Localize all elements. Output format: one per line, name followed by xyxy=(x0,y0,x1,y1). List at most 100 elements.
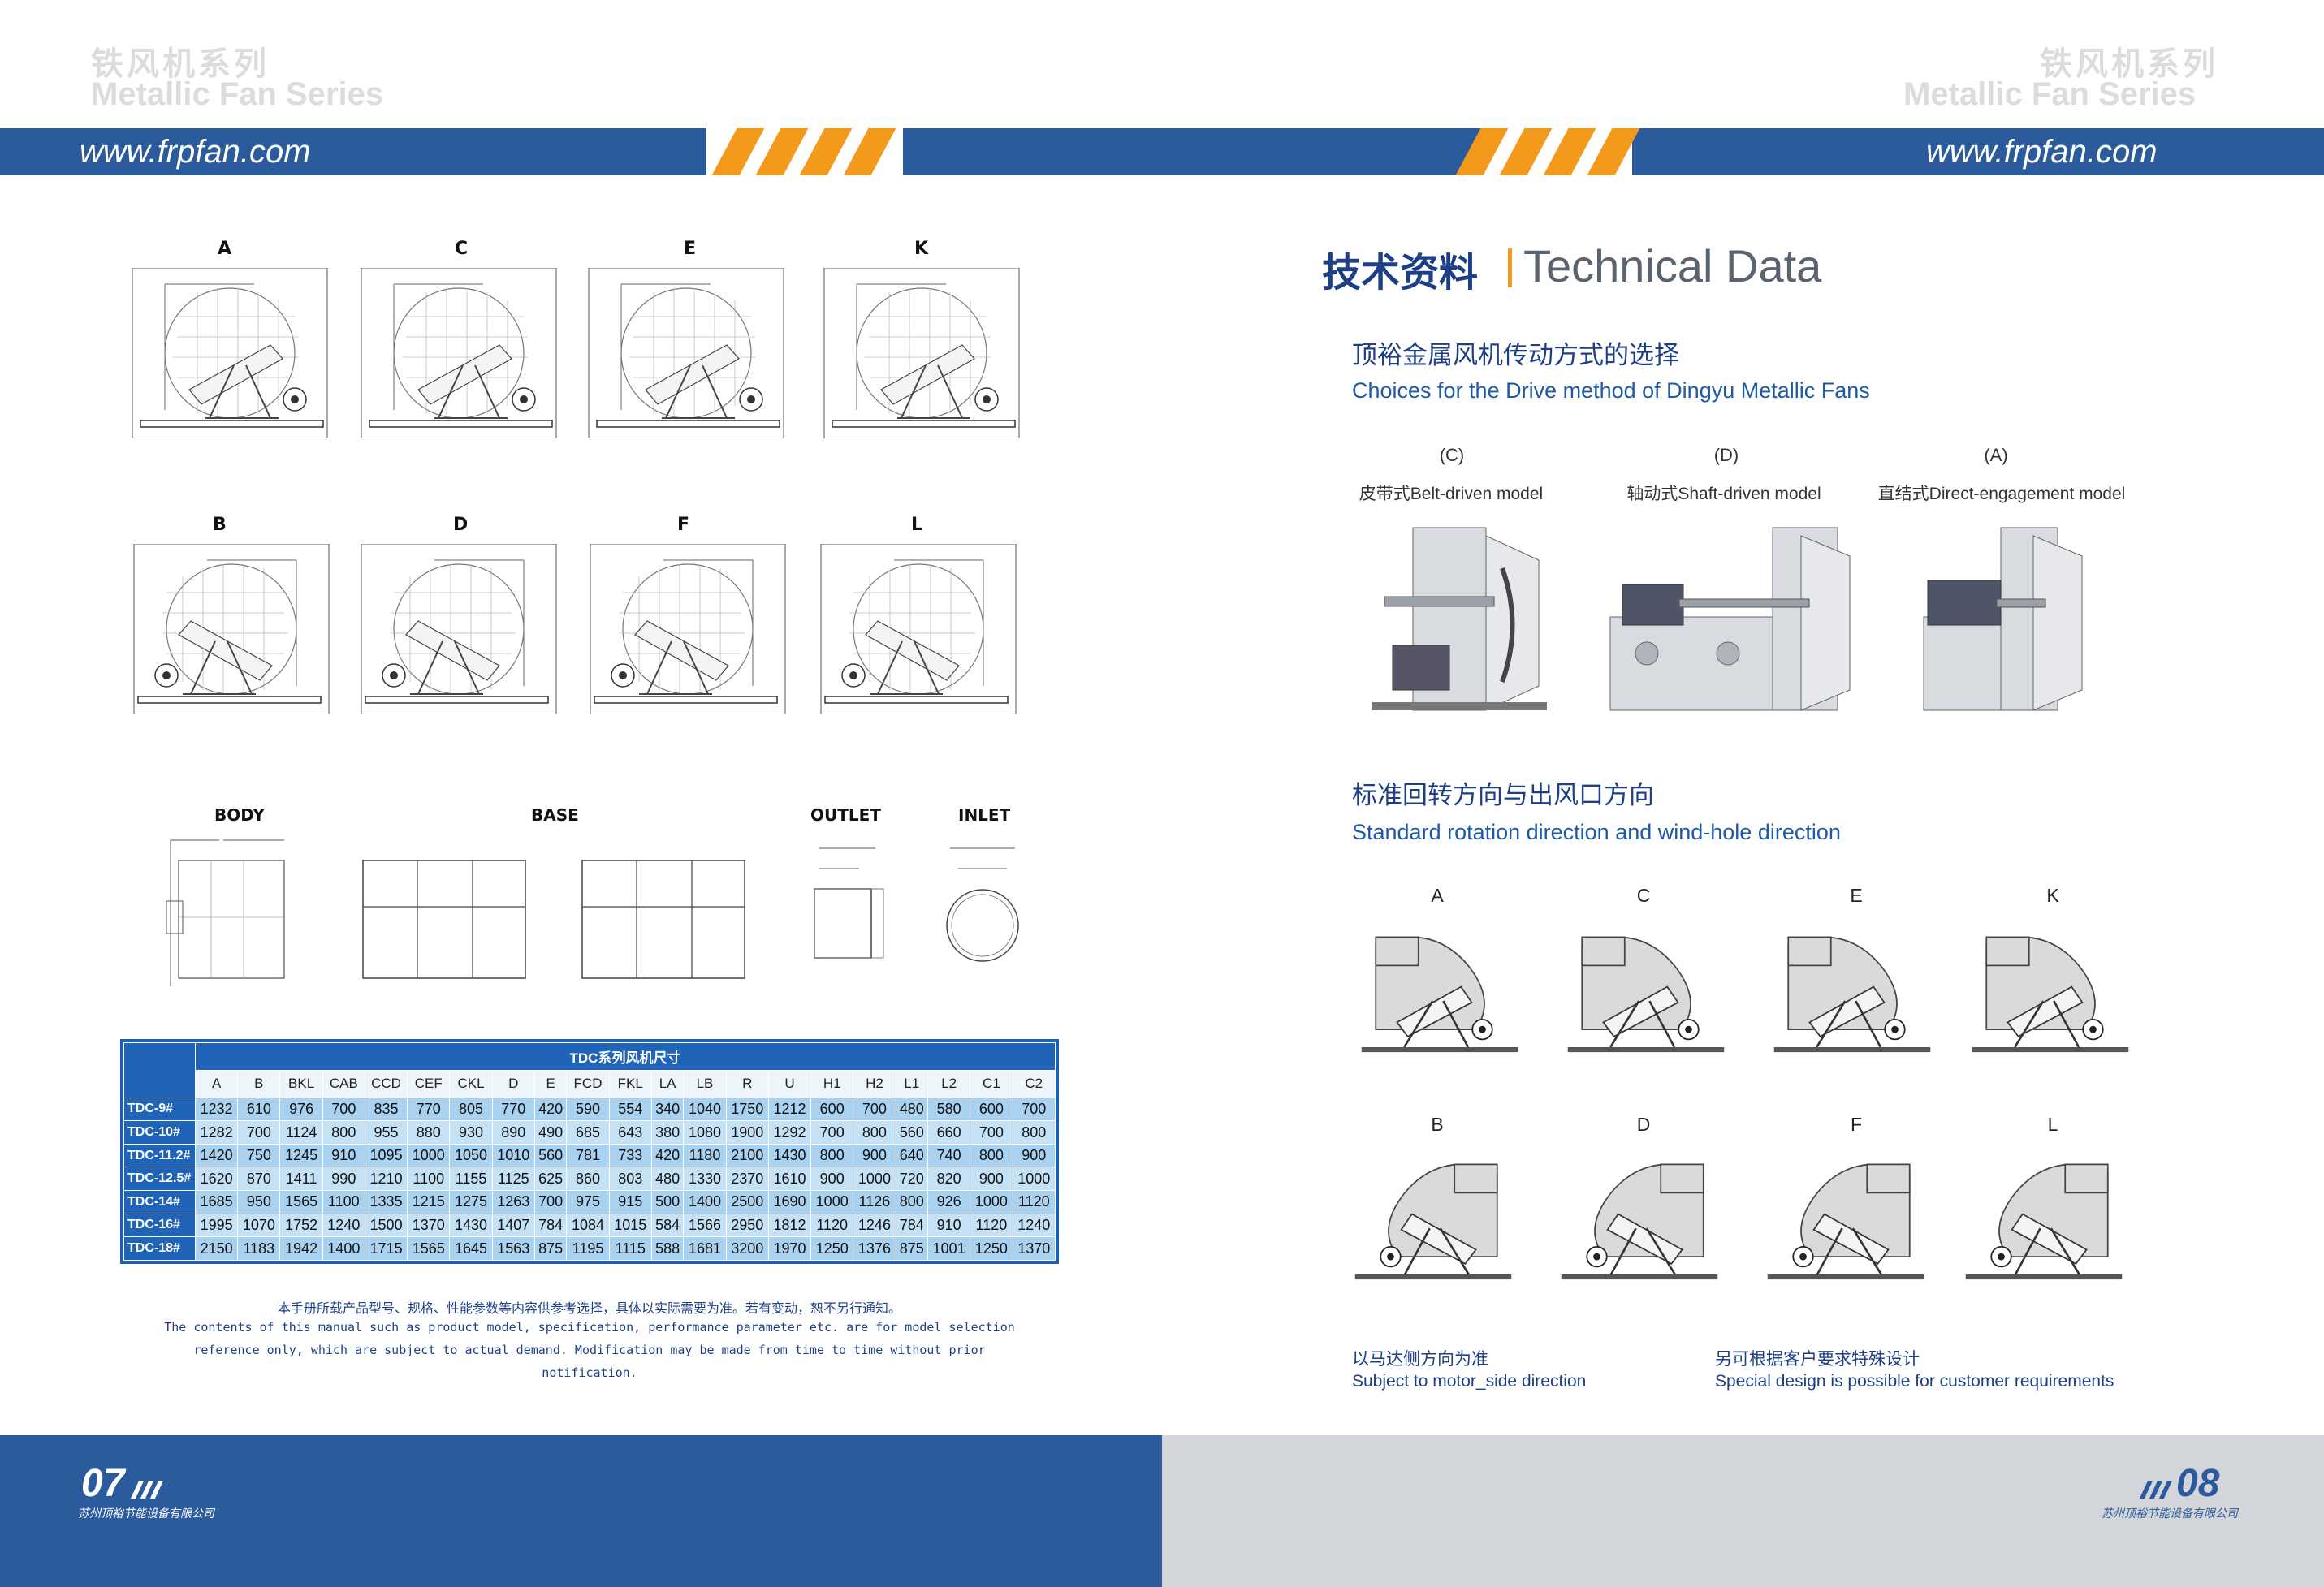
table-cell: 1292 xyxy=(767,1120,812,1145)
footnote-left-cn: 以马达侧方向为准 xyxy=(1352,1349,1488,1369)
table-cell: 1050 xyxy=(449,1143,493,1168)
table-cell: 955 xyxy=(364,1120,408,1145)
table-cell: 930 xyxy=(449,1120,493,1145)
disclaimer-cn: 本手册所载产品型号、规格、性能参数等内容供参考选择，具体以实际需要为准。若有变动… xyxy=(277,1300,901,1316)
table-column-header: CAB xyxy=(322,1069,365,1098)
outlet-drawing xyxy=(810,844,892,966)
table-row-model: TDC-16# xyxy=(123,1213,196,1238)
table-cell: 1040 xyxy=(683,1097,727,1122)
table-cell: 770 xyxy=(407,1097,451,1122)
table-column-header: E xyxy=(533,1069,568,1098)
table-cell: 1430 xyxy=(449,1213,493,1238)
part-label-body: BODY xyxy=(214,805,265,825)
table-column-header: U xyxy=(767,1069,812,1098)
header-bar-center xyxy=(903,128,1481,175)
table-cell: 560 xyxy=(533,1143,568,1168)
drive-name-shaft: 轴动式Shaft-driven model xyxy=(1626,485,1821,503)
table-cell: 1120 xyxy=(1012,1190,1056,1214)
table-cell: 1681 xyxy=(683,1236,727,1261)
website-url-right[interactable]: www.frpfan.com xyxy=(1926,134,2158,170)
rotation-section-title-cn: 标准回转方向与出风口方向 xyxy=(1352,781,1654,810)
table-cell: 3200 xyxy=(725,1236,769,1261)
drive-name-direct: 直结式Direct-engagement model xyxy=(1877,485,2126,503)
table-cell: 900 xyxy=(853,1143,896,1168)
table-cell: 1610 xyxy=(767,1167,812,1192)
table-cell: 1752 xyxy=(279,1213,323,1238)
table-cell: 1970 xyxy=(767,1236,812,1261)
table-column-header: CKL xyxy=(449,1069,493,1098)
table-cell: 1240 xyxy=(322,1213,365,1238)
disclaimer-en-line2: reference only, which are subject to act… xyxy=(193,1343,986,1357)
fan-drawing-f xyxy=(590,544,786,714)
table-cell: 1000 xyxy=(853,1167,896,1192)
table-cell: 1750 xyxy=(725,1097,769,1122)
table-cell: 480 xyxy=(895,1097,929,1122)
table-cell: 890 xyxy=(491,1120,535,1145)
table-cell: 1070 xyxy=(237,1213,281,1238)
table-cell: 1420 xyxy=(194,1143,239,1168)
table-cell: 950 xyxy=(237,1190,281,1214)
page-number-right: 08 xyxy=(2176,1462,2220,1505)
footnote-right-cn: 另可根据客户要求特殊设计 xyxy=(1715,1349,1920,1369)
table-column-header: D xyxy=(491,1069,535,1098)
part-label-inlet: INLET xyxy=(958,805,1011,825)
table-cell: 1995 xyxy=(194,1213,239,1238)
table-cell: 1215 xyxy=(407,1190,451,1214)
table-row-model: TDC-9# xyxy=(123,1097,196,1122)
table-cell: 1084 xyxy=(566,1213,610,1238)
table-cell: 781 xyxy=(566,1143,610,1168)
rotation-label: E xyxy=(1850,885,1863,906)
drawing-label: B xyxy=(213,515,227,535)
table-cell: 1715 xyxy=(364,1236,408,1261)
table-row-model: TDC-14# xyxy=(123,1190,196,1214)
table-row-model: TDC-18# xyxy=(123,1236,196,1261)
table-cell: 580 xyxy=(927,1097,971,1122)
table-column-header: BKL xyxy=(279,1069,323,1098)
table-column-header: LB xyxy=(683,1069,727,1098)
table-cell: 1250 xyxy=(970,1236,1013,1261)
table-cell: 560 xyxy=(895,1120,929,1145)
rotation-label: D xyxy=(1636,1114,1651,1135)
table-cell: 770 xyxy=(491,1097,535,1122)
table-cell: 700 xyxy=(853,1097,896,1122)
website-url-left[interactable]: www.frpfan.com xyxy=(80,134,311,170)
rotation-diagram-l xyxy=(1964,1163,2123,1281)
table-cell: 875 xyxy=(895,1236,929,1261)
series-title-cn-right: 铁风机系列 xyxy=(2040,45,2218,83)
table-cell: 1100 xyxy=(322,1190,365,1214)
table-cell: 1000 xyxy=(970,1190,1013,1214)
company-name-left: 苏州顶裕节能设备有限公司 xyxy=(78,1507,214,1520)
body-side-drawing xyxy=(162,836,292,986)
drawing-label: L xyxy=(911,515,923,535)
table-cell: 1245 xyxy=(279,1143,323,1168)
rotation-section-title-en: Standard rotation direction and wind-hol… xyxy=(1352,820,1841,844)
company-name-right: 苏州顶裕节能设备有限公司 xyxy=(2102,1507,2238,1520)
fan-drawing-k xyxy=(823,268,1020,438)
accent-stripe xyxy=(755,128,809,175)
table-cell: 870 xyxy=(237,1167,281,1192)
table-column-header: A xyxy=(194,1069,239,1098)
rotation-diagram-k xyxy=(1971,936,2130,1054)
table-cell: 1263 xyxy=(491,1190,535,1214)
technical-data-title-en: Technical Data xyxy=(1523,240,1822,291)
drive-section-title-en: Choices for the Drive method of Dingyu M… xyxy=(1352,378,1870,403)
table-cell: 835 xyxy=(364,1097,408,1122)
drawing-label: C xyxy=(455,239,469,259)
table-cell: 700 xyxy=(810,1120,854,1145)
table-column-header: CCD xyxy=(364,1069,408,1098)
table-cell: 1282 xyxy=(194,1120,239,1145)
technical-data-title-cn: 技术资料 xyxy=(1322,250,1479,295)
table-cell: 800 xyxy=(322,1120,365,1145)
table-cell: 750 xyxy=(237,1143,281,1168)
base-drawing-right xyxy=(578,856,749,986)
series-title-en-left: Metallic Fan Series xyxy=(91,76,384,112)
table-cell: 1100 xyxy=(407,1167,451,1192)
table-cell: 1430 xyxy=(767,1143,812,1168)
table-cell: 800 xyxy=(1012,1120,1056,1145)
table-cell: 784 xyxy=(533,1213,568,1238)
table-column-header: H2 xyxy=(853,1069,896,1098)
table-cell: 1370 xyxy=(407,1213,451,1238)
